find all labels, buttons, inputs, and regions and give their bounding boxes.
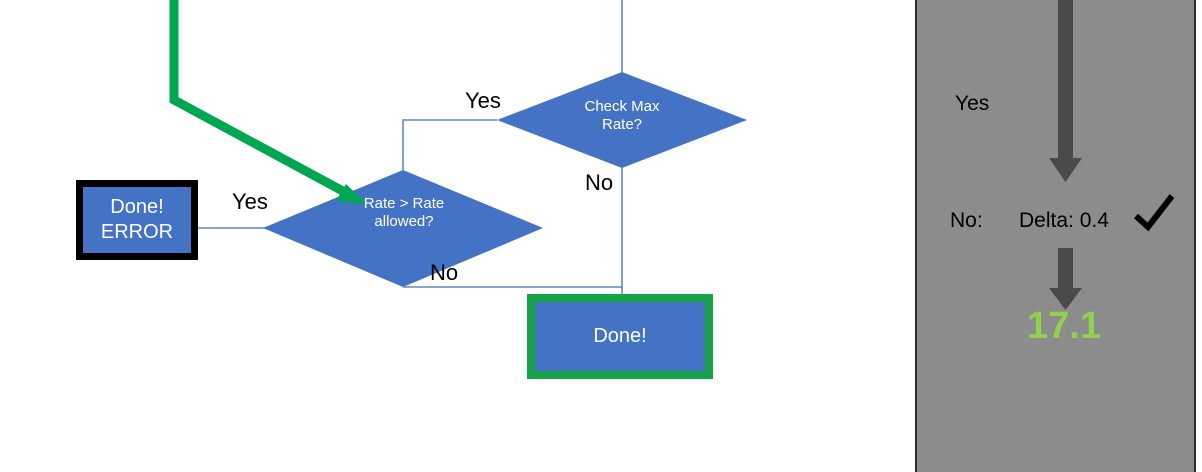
edge-label-yes-check-max: Yes: [465, 88, 501, 113]
highlight-path-arrow: [169, 0, 367, 204]
panel-delta-value: Delta: 0.4: [1019, 209, 1109, 232]
panel-no-label: No:: [950, 209, 983, 232]
process-done[interactable]: Done!: [527, 294, 713, 379]
flowchart-diagram: [169, 0, 747, 294]
connector-yes-check-max: [402, 119, 497, 170]
decision-rate-gt-allowed[interactable]: [263, 170, 543, 287]
process-done-label: Done!: [593, 325, 647, 347]
decision-check-max-rate[interactable]: [497, 72, 747, 168]
side-panel: Yes No: Delta: 0.4 17.1: [915, 0, 1196, 472]
check-mark-icon: [1133, 194, 1175, 232]
process-done-error[interactable]: Done! ERROR: [76, 180, 198, 260]
down-arrow-long-icon: [1049, 0, 1082, 182]
panel-yes-label: Yes: [955, 92, 990, 115]
panel-arrows: [1049, 0, 1082, 310]
down-arrow-short-icon: [1049, 248, 1082, 310]
process-done-error-label: Done! ERROR: [100, 196, 174, 243]
panel-result-value: 17.1: [1027, 305, 1101, 347]
edge-label-no-rate-gt: No: [430, 260, 459, 285]
edge-label-no-check-max: No: [585, 170, 614, 195]
edge-label-yes-rate-gt: Yes: [232, 189, 268, 214]
